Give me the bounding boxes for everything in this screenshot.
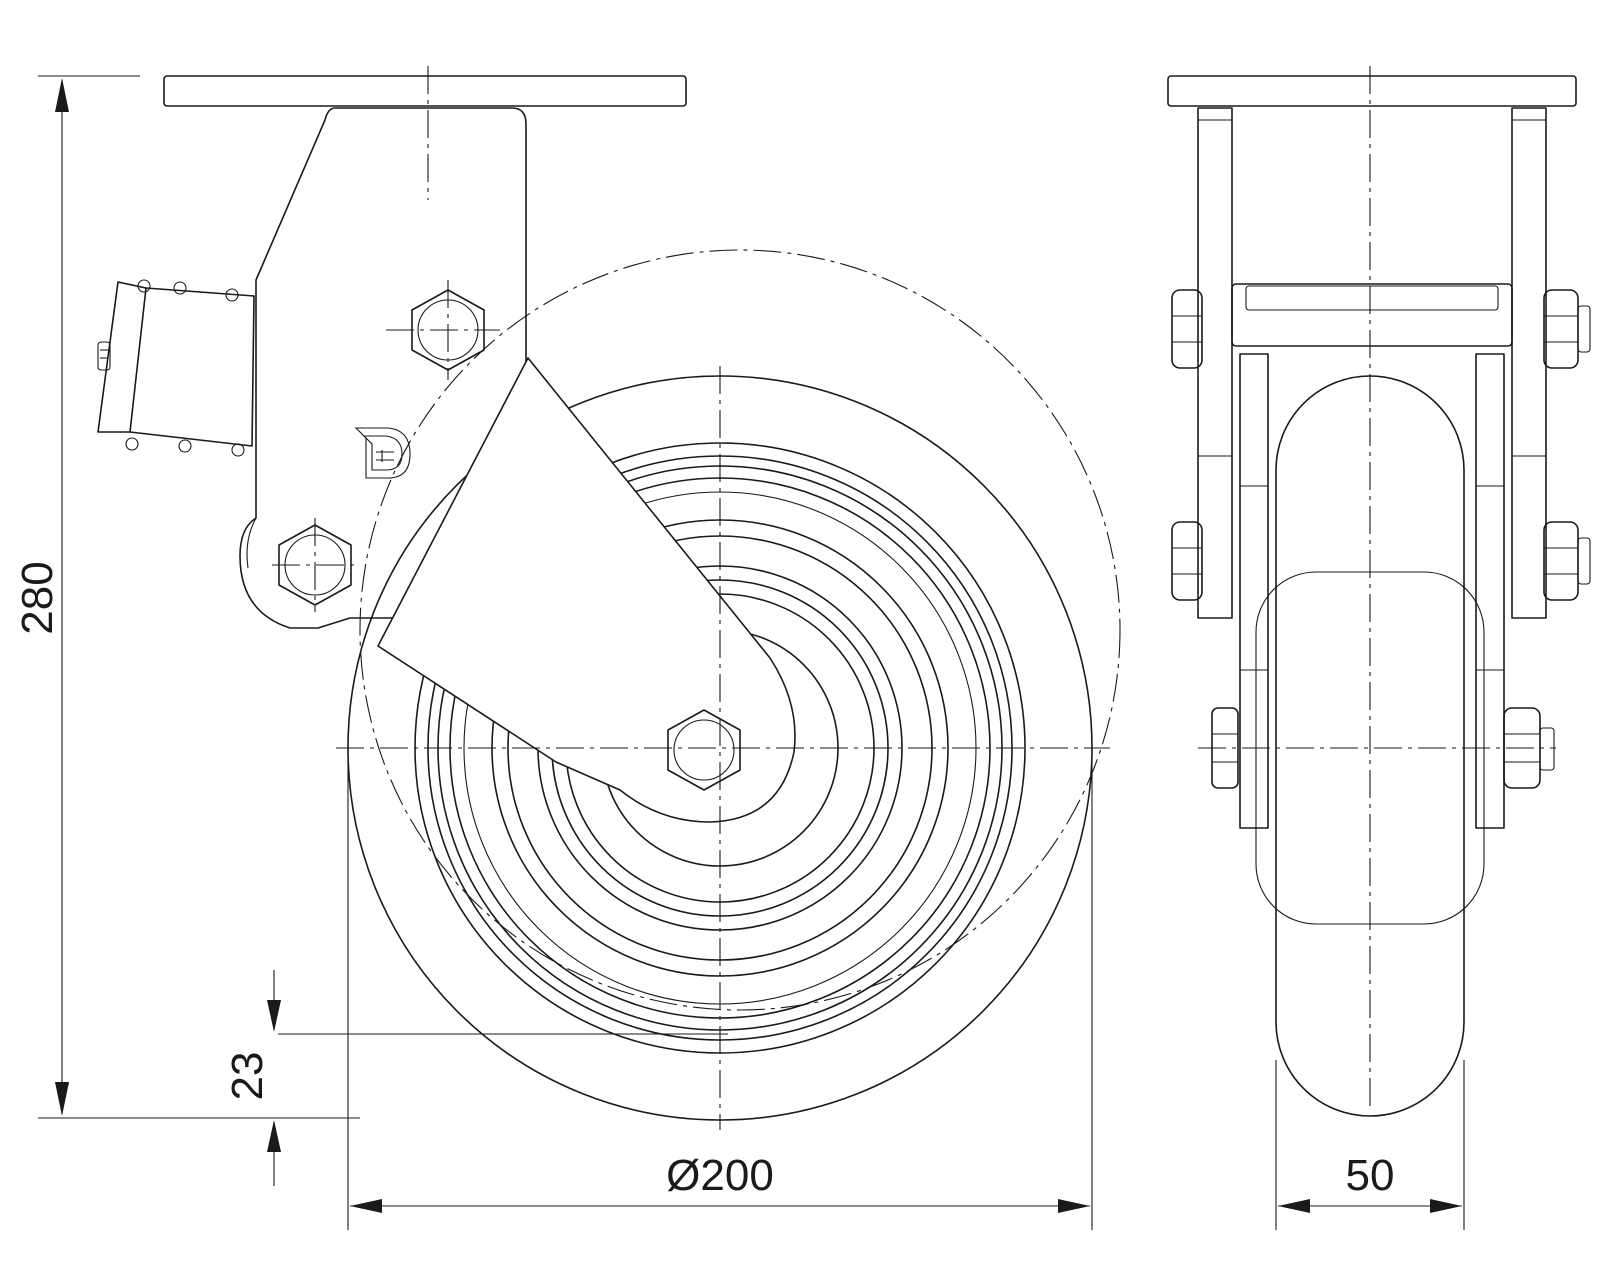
front-bolt-lower-right [1543,521,1591,601]
axle-nut [667,709,741,791]
front-bolt-lower-left [1171,521,1203,601]
dimension-wheel-width: 50 [1275,1060,1465,1230]
dimension-wheel-diameter: Ø200 [347,760,1093,1230]
height-label: 280 [13,561,62,634]
top-plate [163,75,687,107]
front-top-plate [1167,75,1577,107]
front-view [1167,66,1591,1117]
width-label: 50 [1346,1151,1395,1200]
dimension-overall-height: 280 [13,75,360,1119]
front-bolt-upper-right [1543,289,1591,369]
front-bolt-upper-left [1171,289,1203,369]
fork-arm [377,357,796,823]
brake-pedal [97,279,255,457]
side-view [97,66,1121,1130]
swivel-radius-circle [359,249,1121,1011]
diameter-label: Ø200 [666,1151,774,1200]
brand-logo-icon [354,427,411,479]
dimension-offset: 23 [223,970,728,1186]
offset-label: 23 [223,1052,272,1101]
